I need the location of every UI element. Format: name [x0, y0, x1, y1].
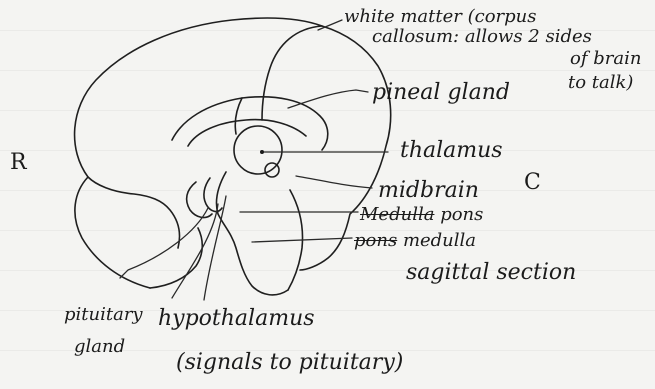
label-midbrain: midbrain: [378, 180, 479, 202]
thalamus-shape: [234, 126, 282, 174]
label-hypothalamus-note: (signals to pituitary): [176, 352, 403, 374]
label-thalamus: thalamus: [400, 140, 503, 162]
label-pons-upper: pons: [440, 204, 483, 225]
label-white-matter-4: to talk): [568, 74, 633, 92]
label-medulla-strikethrough: Medulla: [360, 204, 434, 225]
label-pituitary-2: gland: [74, 338, 125, 356]
cerebellum-outline: [150, 228, 202, 288]
corpus-callosum-inner: [188, 120, 306, 146]
label-hypothalamus: hypothalamus: [158, 308, 315, 330]
label-pineal-gland: pineal gland: [372, 82, 510, 104]
marker-r: R: [10, 152, 27, 174]
leader-pineal: [288, 90, 368, 108]
pituitary-stalk: [204, 178, 222, 211]
corpus-callosum: [172, 97, 328, 150]
label-white-matter-2: callosum: allows 2 sides: [372, 28, 592, 46]
frontal-lower-outline: [88, 177, 180, 248]
pituitary-body: [187, 182, 212, 217]
thalamus-point: [260, 150, 264, 154]
brainstem-left: [216, 172, 288, 295]
label-pons-strikethrough: pons: [354, 230, 397, 251]
brain-outline: [75, 18, 391, 288]
leader-midbrain: [296, 176, 372, 188]
label-pons-medulla: pons medulla: [354, 232, 476, 250]
leader-hypothalamus: [172, 204, 218, 298]
label-medulla-lower: medulla: [403, 230, 476, 251]
marker-c: C: [524, 172, 541, 194]
label-sagittal-section: sagittal section: [406, 262, 576, 284]
label-pituitary-1: pituitary: [64, 306, 143, 324]
label-white-matter-1: white matter (corpus: [344, 8, 537, 26]
label-white-matter-3: of brain: [570, 50, 641, 68]
hemisphere-fold: [262, 26, 322, 120]
label-medulla-struck: Medulla pons: [360, 206, 483, 224]
inner-arch: [235, 98, 242, 134]
